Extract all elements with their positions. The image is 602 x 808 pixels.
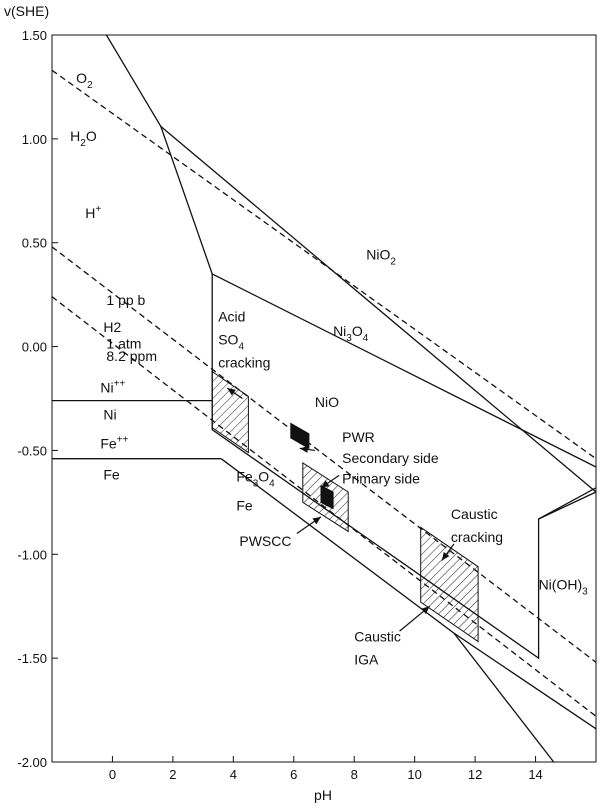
arrow-head [299, 445, 309, 453]
filled-region-1 [290, 422, 310, 450]
arrow-2 [299, 445, 316, 453]
region-label-6: NiO [315, 394, 339, 410]
x-axis-title: pH [314, 787, 332, 803]
y-tick-label: 1.50 [22, 28, 47, 43]
boundary-line-7 [220, 458, 555, 762]
y-axis-title: v(SHE) [4, 3, 49, 19]
x-tick-label: 12 [468, 767, 482, 782]
region-label-4: NiO2 [366, 246, 396, 267]
boundary-line-8 [453, 632, 596, 730]
x-tick-label: 0 [109, 767, 116, 782]
annotation-2: H2 [103, 319, 121, 335]
arrow-head [441, 551, 450, 561]
annotation-5: Acid [218, 309, 245, 325]
arrow-head [320, 480, 330, 488]
boundary-line-9 [52, 69, 596, 460]
x-tick-label: 14 [528, 767, 542, 782]
arrow-3 [320, 474, 340, 489]
arrow-5 [441, 543, 455, 561]
annotation-11: PWSCC [239, 533, 291, 549]
region-label-10: Fe [103, 467, 120, 483]
region-label-3: H+ [85, 204, 101, 221]
arrow-head [312, 516, 321, 525]
boundary-line-3 [105, 35, 596, 660]
arrow-6 [399, 605, 431, 632]
annotation-13: cracking [451, 529, 503, 545]
region-label-1: O2 [76, 70, 93, 91]
x-tick-label: 8 [351, 767, 358, 782]
annotation-10: Primary side [342, 471, 420, 487]
y-tick-label: 0.50 [22, 236, 47, 251]
region-label-12: Fe [236, 498, 253, 514]
hatched-region-3 [420, 526, 479, 643]
annotation-4: 8.2 ppm [106, 348, 157, 364]
boundary-line-10 [52, 246, 596, 663]
annotation-15: IGA [354, 651, 379, 667]
region-label-7: Ni++ [100, 378, 125, 395]
hatched-region-1 [211, 370, 249, 454]
annotation-3: 1 atm [106, 336, 141, 352]
y-tick-label: -2.00 [17, 755, 47, 770]
y-tick-label: -0.50 [17, 443, 47, 458]
annotation-8: PWR [342, 429, 375, 445]
filled-region-2 [320, 484, 334, 510]
annotation-7: cracking [218, 354, 270, 370]
arrow-head [227, 388, 236, 396]
plot-frame [51, 34, 597, 763]
annotation-1: 1 pp b [106, 292, 145, 308]
arrow-1 [226, 387, 243, 399]
y-tick-label: -1.00 [17, 547, 47, 562]
arrow-head [421, 606, 430, 615]
y-tick-label: 0.00 [22, 340, 47, 355]
region-label-2: H2O [70, 128, 97, 149]
plot-marks [52, 35, 596, 762]
annotation-12: Caustic [451, 506, 498, 522]
arrow-4 [296, 516, 322, 535]
region-label-11: Fe3O4 [236, 469, 275, 490]
annotation-6: SO4 [218, 331, 244, 352]
region-label-8: Ni [103, 406, 116, 422]
region-label-5: Ni3O4 [333, 323, 369, 344]
y-tick-label: 1.00 [22, 132, 47, 147]
boundary-line-5 [211, 273, 596, 468]
y-axis-ticks: 1.50 1.00 0.50 0.00 -0.50 -1.00 -1.50 -2.00 [17, 28, 58, 770]
boundary-line-6 [538, 487, 596, 520]
annotation-9: Secondary side [342, 450, 439, 466]
x-tick-label: 10 [407, 767, 421, 782]
y-tick-label: -1.50 [17, 651, 47, 666]
x-tick-label: 2 [169, 767, 176, 782]
region-label-13: Ni(OH)3 [539, 577, 589, 598]
x-tick-label: 6 [290, 767, 297, 782]
x-axis-ticks: 0 2 4 6 8 10 12 14 [109, 756, 543, 782]
x-tick-label: 4 [230, 767, 237, 782]
annotation-14: Caustic [354, 629, 401, 645]
region-label-9: Fe++ [100, 434, 128, 451]
